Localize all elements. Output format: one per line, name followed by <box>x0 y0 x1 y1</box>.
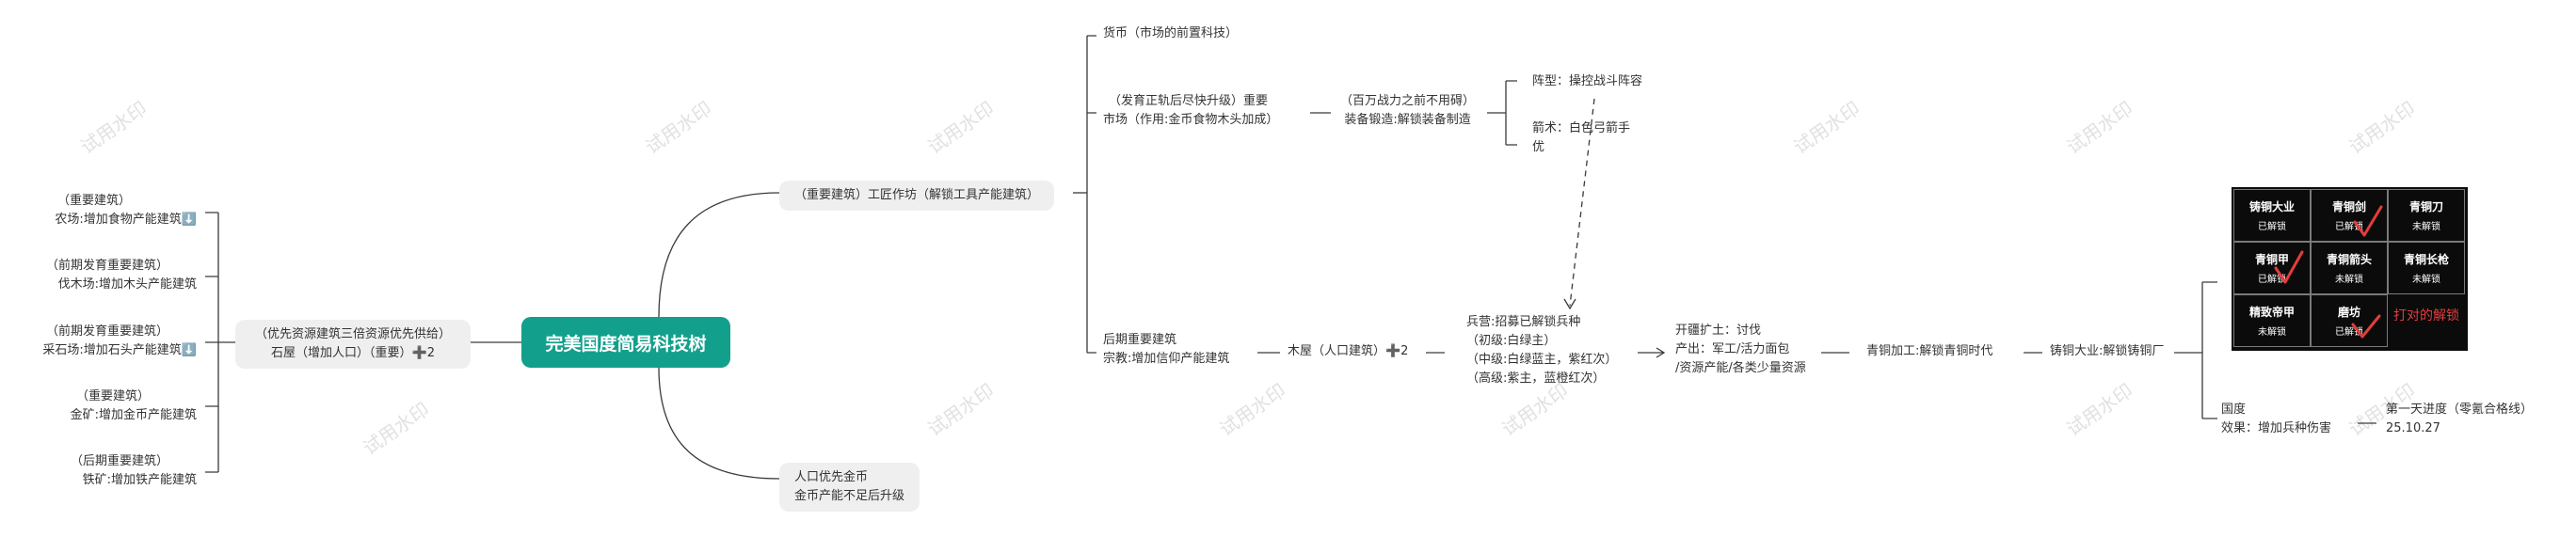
nation-effect: 效果：增加兵种伤害 <box>2221 421 2332 435</box>
farm-note: （重要建筑） <box>56 194 131 208</box>
expand-node[interactable]: 开疆扩土：讨伐 产出：军工/活力面包 /资源产能/各类少量资源 <box>1675 322 1806 378</box>
progress-label: 第一天进度（零氪合格线） <box>2386 403 2534 417</box>
unlock-cell-status: 未解锁 <box>2335 275 2363 285</box>
unlock-cell-name: 青铜刀 <box>2408 200 2443 213</box>
foundry-node[interactable]: 铸铜大业:解锁铸铜厂 <box>2050 344 2165 358</box>
quarry-note: （前期发育重要建筑） <box>45 324 168 339</box>
ironmine-label: 铁矿:增加铁产能建筑 <box>82 473 197 487</box>
equip-note: （百万战力之前不用碍） <box>1340 94 1476 108</box>
unlock-cell: 磨坊 已解锁 <box>2311 294 2388 347</box>
temple-label: 宗教:增加信仰产能建筑 <box>1103 352 1230 366</box>
unlock-cell-name: 青铜剑 <box>2331 200 2366 213</box>
progress-node[interactable]: 第一天进度（零氪合格线） 25.10.27 <box>2386 401 2533 438</box>
lumber-note: （前期发育重要建筑） <box>45 259 168 273</box>
root-node[interactable]: 完美国度简易科技树 <box>521 317 730 368</box>
expand-output-1: 产出：军工/活力面包 <box>1675 342 1790 356</box>
unlock-cell-name: 磨坊 <box>2337 306 2360 319</box>
lumber-label: 伐木场:增加木头产能建筑 <box>57 277 197 292</box>
unlock-cell: 精致帝甲 未解锁 <box>2233 294 2311 347</box>
woodhouse-node[interactable]: 木屋（人口建筑）➕2 <box>1288 344 1409 358</box>
quarry-node[interactable]: （前期发育重要建筑） 采石场:增加石头产能建筑⬇️ <box>42 323 197 360</box>
expand-output-2: /资源产能/各类少量资源 <box>1675 361 1806 375</box>
farm-node[interactable]: （重要建筑） 农场:增加食物产能建筑⬇️ <box>55 192 197 229</box>
unlock-cell-status: 已解锁 <box>2335 327 2363 338</box>
left-hub-line-1: （优先资源建筑三倍资源优先供给） <box>254 327 451 341</box>
goldmine-label: 金矿:增加金币产能建筑 <box>70 408 197 422</box>
unlock-cell: 青铜刀 未解锁 <box>2388 189 2465 242</box>
unlock-cell-name: 青铜甲 <box>2254 253 2289 266</box>
market-label: 市场（作用:金币食物木头加成） <box>1103 113 1279 127</box>
goldmine-note: （重要建筑） <box>75 389 150 403</box>
nation-node[interactable]: 国度 效果：增加兵种伤害 <box>2221 401 2331 438</box>
population-line-2: 金币产能不足后升级 <box>794 489 905 503</box>
barracks-tier-3: （高级:紫主，蓝橙红次） <box>1466 371 1606 386</box>
ironmine-note: （后期重要建筑） <box>70 454 168 468</box>
population-node[interactable]: 人口优先金币 金币产能不足后升级 <box>779 463 920 512</box>
market-note: （发育正轨后尽快升级）重要 <box>1109 94 1269 108</box>
archery-label: 箭术：白色弓箭手 <box>1532 121 1631 135</box>
unlock-cell-name: 精致帝甲 <box>2248 306 2295 319</box>
equip-label: 装备锻造:解锁装备制造 <box>1344 113 1471 127</box>
left-hub-node[interactable]: （优先资源建筑三倍资源优先供给） 石屋（增加人口）（重要）➕2 <box>235 320 471 369</box>
unlock-cell: 青铜甲 已解锁 <box>2233 242 2311 294</box>
unlock-cell-name: 青铜长枪 <box>2403 253 2449 266</box>
archery-node[interactable]: 箭术：白色弓箭手 优 <box>1532 119 1630 157</box>
check-mark-icon <box>2353 205 2383 237</box>
unlock-cell: 青铜剑 已解锁 <box>2311 189 2388 242</box>
expand-label: 开疆扩土：讨伐 <box>1675 324 1762 338</box>
barracks-tier-2: （中级:白绿蓝主，紫红次） <box>1466 353 1618 367</box>
temple-note: 后期重要建筑 <box>1103 333 1177 347</box>
market-node[interactable]: （发育正轨后尽快升级）重要 市场（作用:金币食物木头加成） <box>1103 92 1278 130</box>
unlock-cell-status: 已解锁 <box>2335 222 2363 232</box>
unlock-cell-name: 青铜箭头 <box>2326 253 2372 266</box>
unlock-cell: 青铜箭头 未解锁 <box>2311 242 2388 294</box>
unlock-cell-status: 已解锁 <box>2258 275 2286 285</box>
goldmine-node[interactable]: （重要建筑） 金矿:增加金币产能建筑 <box>71 387 197 425</box>
nation-label: 国度 <box>2221 403 2247 417</box>
temple-node[interactable]: 后期重要建筑 宗教:增加信仰产能建筑 <box>1103 331 1229 369</box>
ironmine-node[interactable]: （后期重要建筑） 铁矿:增加铁产能建筑 <box>71 452 197 490</box>
farm-label: 农场:增加食物产能建筑⬇️ <box>55 213 197 227</box>
unlock-note: 打对的解锁 <box>2393 308 2459 324</box>
check-mark-icon <box>2351 314 2381 339</box>
population-line-1: 人口优先金币 <box>794 470 869 484</box>
left-hub-line-2: 石屋（增加人口）（重要）➕2 <box>271 346 435 360</box>
unlock-cell: 铸铜大业 已解锁 <box>2233 189 2311 242</box>
currency-node[interactable]: 货币（市场的前置科技） <box>1103 26 1239 40</box>
unlock-screenshot: 铸铜大业 已解锁 青铜剑 已解锁 青铜刀 未解锁 青铜甲 已解锁 青铜箭头 未解… <box>2232 187 2468 351</box>
bronze-node[interactable]: 青铜加工:解锁青铜时代 <box>1866 344 1993 358</box>
unlock-cell-status: 未解锁 <box>2412 222 2440 232</box>
lumber-node[interactable]: （前期发育重要建筑） 伐木场:增加木头产能建筑 <box>46 257 197 294</box>
unlock-cell-status: 已解锁 <box>2258 222 2286 232</box>
barracks-label: 兵营:招募已解锁兵种 <box>1466 315 1581 329</box>
formation-node[interactable]: 阵型：操控战斗阵容 <box>1532 74 1643 88</box>
quarry-label: 采石场:增加石头产能建筑⬇️ <box>42 343 197 357</box>
unlock-cell-status: 未解锁 <box>2412 275 2440 285</box>
equip-node[interactable]: （百万战力之前不用碍） 装备锻造:解锁装备制造 <box>1340 92 1475 130</box>
progress-date: 25.10.27 <box>2386 421 2440 435</box>
barracks-node[interactable]: 兵营:招募已解锁兵种 （初级:白绿主） （中级:白绿蓝主，紫红次） （高级:紫主… <box>1466 313 1617 388</box>
barracks-tier-1: （初级:白绿主） <box>1466 334 1557 348</box>
unlock-cell-status: 未解锁 <box>2258 327 2286 338</box>
unlock-cell-name: 铸铜大业 <box>2248 200 2295 213</box>
check-mark-icon <box>2274 250 2304 284</box>
archery-note: 优 <box>1532 140 1545 154</box>
workshop-node[interactable]: （重要建筑）工匠作坊（解锁工具产能建筑） <box>779 181 1055 211</box>
unlock-cell: 青铜长枪 未解锁 <box>2388 242 2465 294</box>
